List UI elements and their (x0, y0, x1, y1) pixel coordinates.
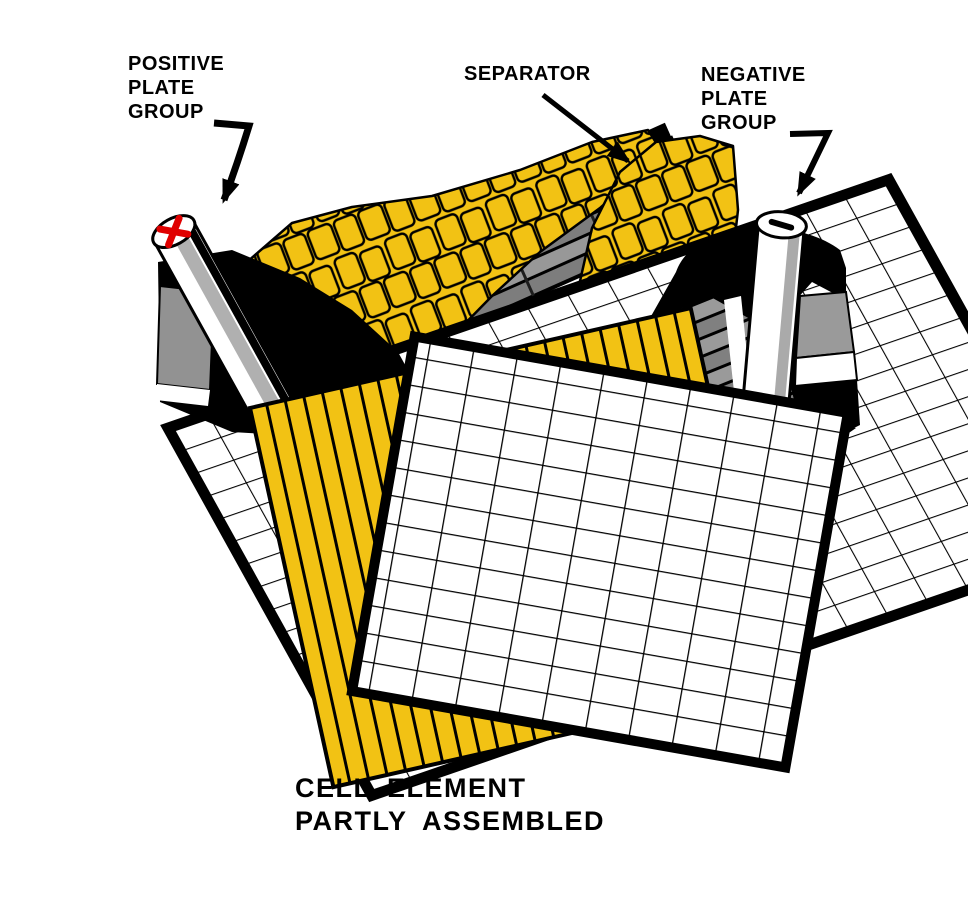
negative-plate-group-label: NEGATIVE PLATE GROUP (701, 64, 806, 134)
positive-plate-group-label: POSITIVE PLATE GROUP (128, 53, 225, 123)
positive-group-base-highlight (156, 384, 210, 406)
front-plate (346, 330, 854, 774)
positive-label-arrow (213, 119, 254, 204)
negative-group-wedge-gray (794, 290, 856, 360)
negative-label-arrow (789, 129, 833, 197)
negative-group-wedge-white (793, 350, 859, 388)
separator-label: SEPARATOR (464, 63, 591, 85)
figure-caption: CELL ELEMENT PARTLY ASSEMBLED (295, 773, 606, 836)
negative-terminal-mark-icon (768, 218, 795, 231)
negative-terminal-post (739, 210, 808, 430)
positive-terminal-mark-icon (156, 214, 192, 249)
separator-label-arrow (541, 93, 632, 164)
